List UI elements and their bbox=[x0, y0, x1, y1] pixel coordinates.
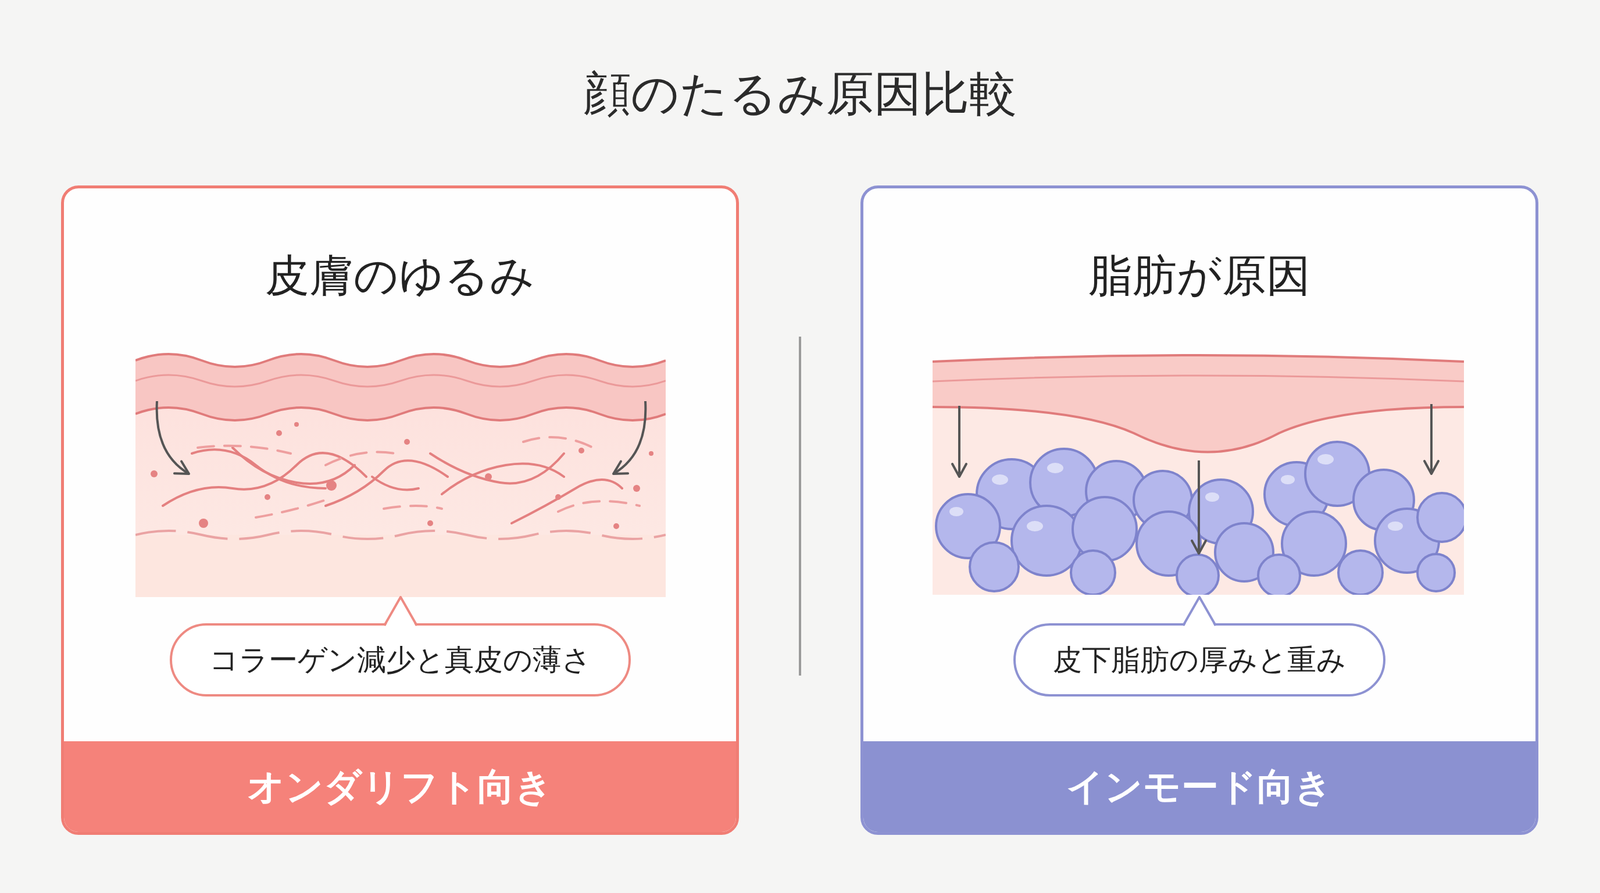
skin-illustration bbox=[135, 354, 666, 598]
recommend-band: オンダリフト向き bbox=[63, 741, 737, 832]
band-label: オンダリフト向き bbox=[247, 761, 553, 813]
diagram-title: 顔のたるみ原因比較 bbox=[0, 65, 1600, 123]
panel-ground bbox=[860, 185, 1539, 835]
panel-ground bbox=[61, 185, 739, 835]
callout-pill: コラーゲン減少と真皮の薄さ bbox=[169, 623, 631, 697]
callout-pointer bbox=[383, 595, 419, 629]
recommend-band: インモード向き bbox=[863, 741, 1536, 832]
panel-heading: 皮膚のゆるみ bbox=[63, 248, 737, 302]
divider bbox=[798, 336, 802, 676]
callout-text: コラーゲン減少と真皮の薄さ bbox=[209, 640, 592, 680]
fat-illustration bbox=[932, 355, 1464, 595]
callout-pill: 皮下脂肪の厚みと重み bbox=[1013, 623, 1386, 697]
callout-pointer bbox=[1181, 595, 1217, 629]
comparison-panel: 脂肪が原因皮下脂肪の厚みと重みインモード向き bbox=[860, 185, 1539, 835]
comparison-panel: 皮膚のゆるみコラーゲン減少と真皮の薄さオンダリフト向き bbox=[61, 185, 739, 835]
panel-heading: 脂肪が原因 bbox=[863, 248, 1536, 302]
band-label: インモード向き bbox=[1066, 761, 1333, 813]
callout-text: 皮下脂肪の厚みと重み bbox=[1052, 640, 1346, 680]
